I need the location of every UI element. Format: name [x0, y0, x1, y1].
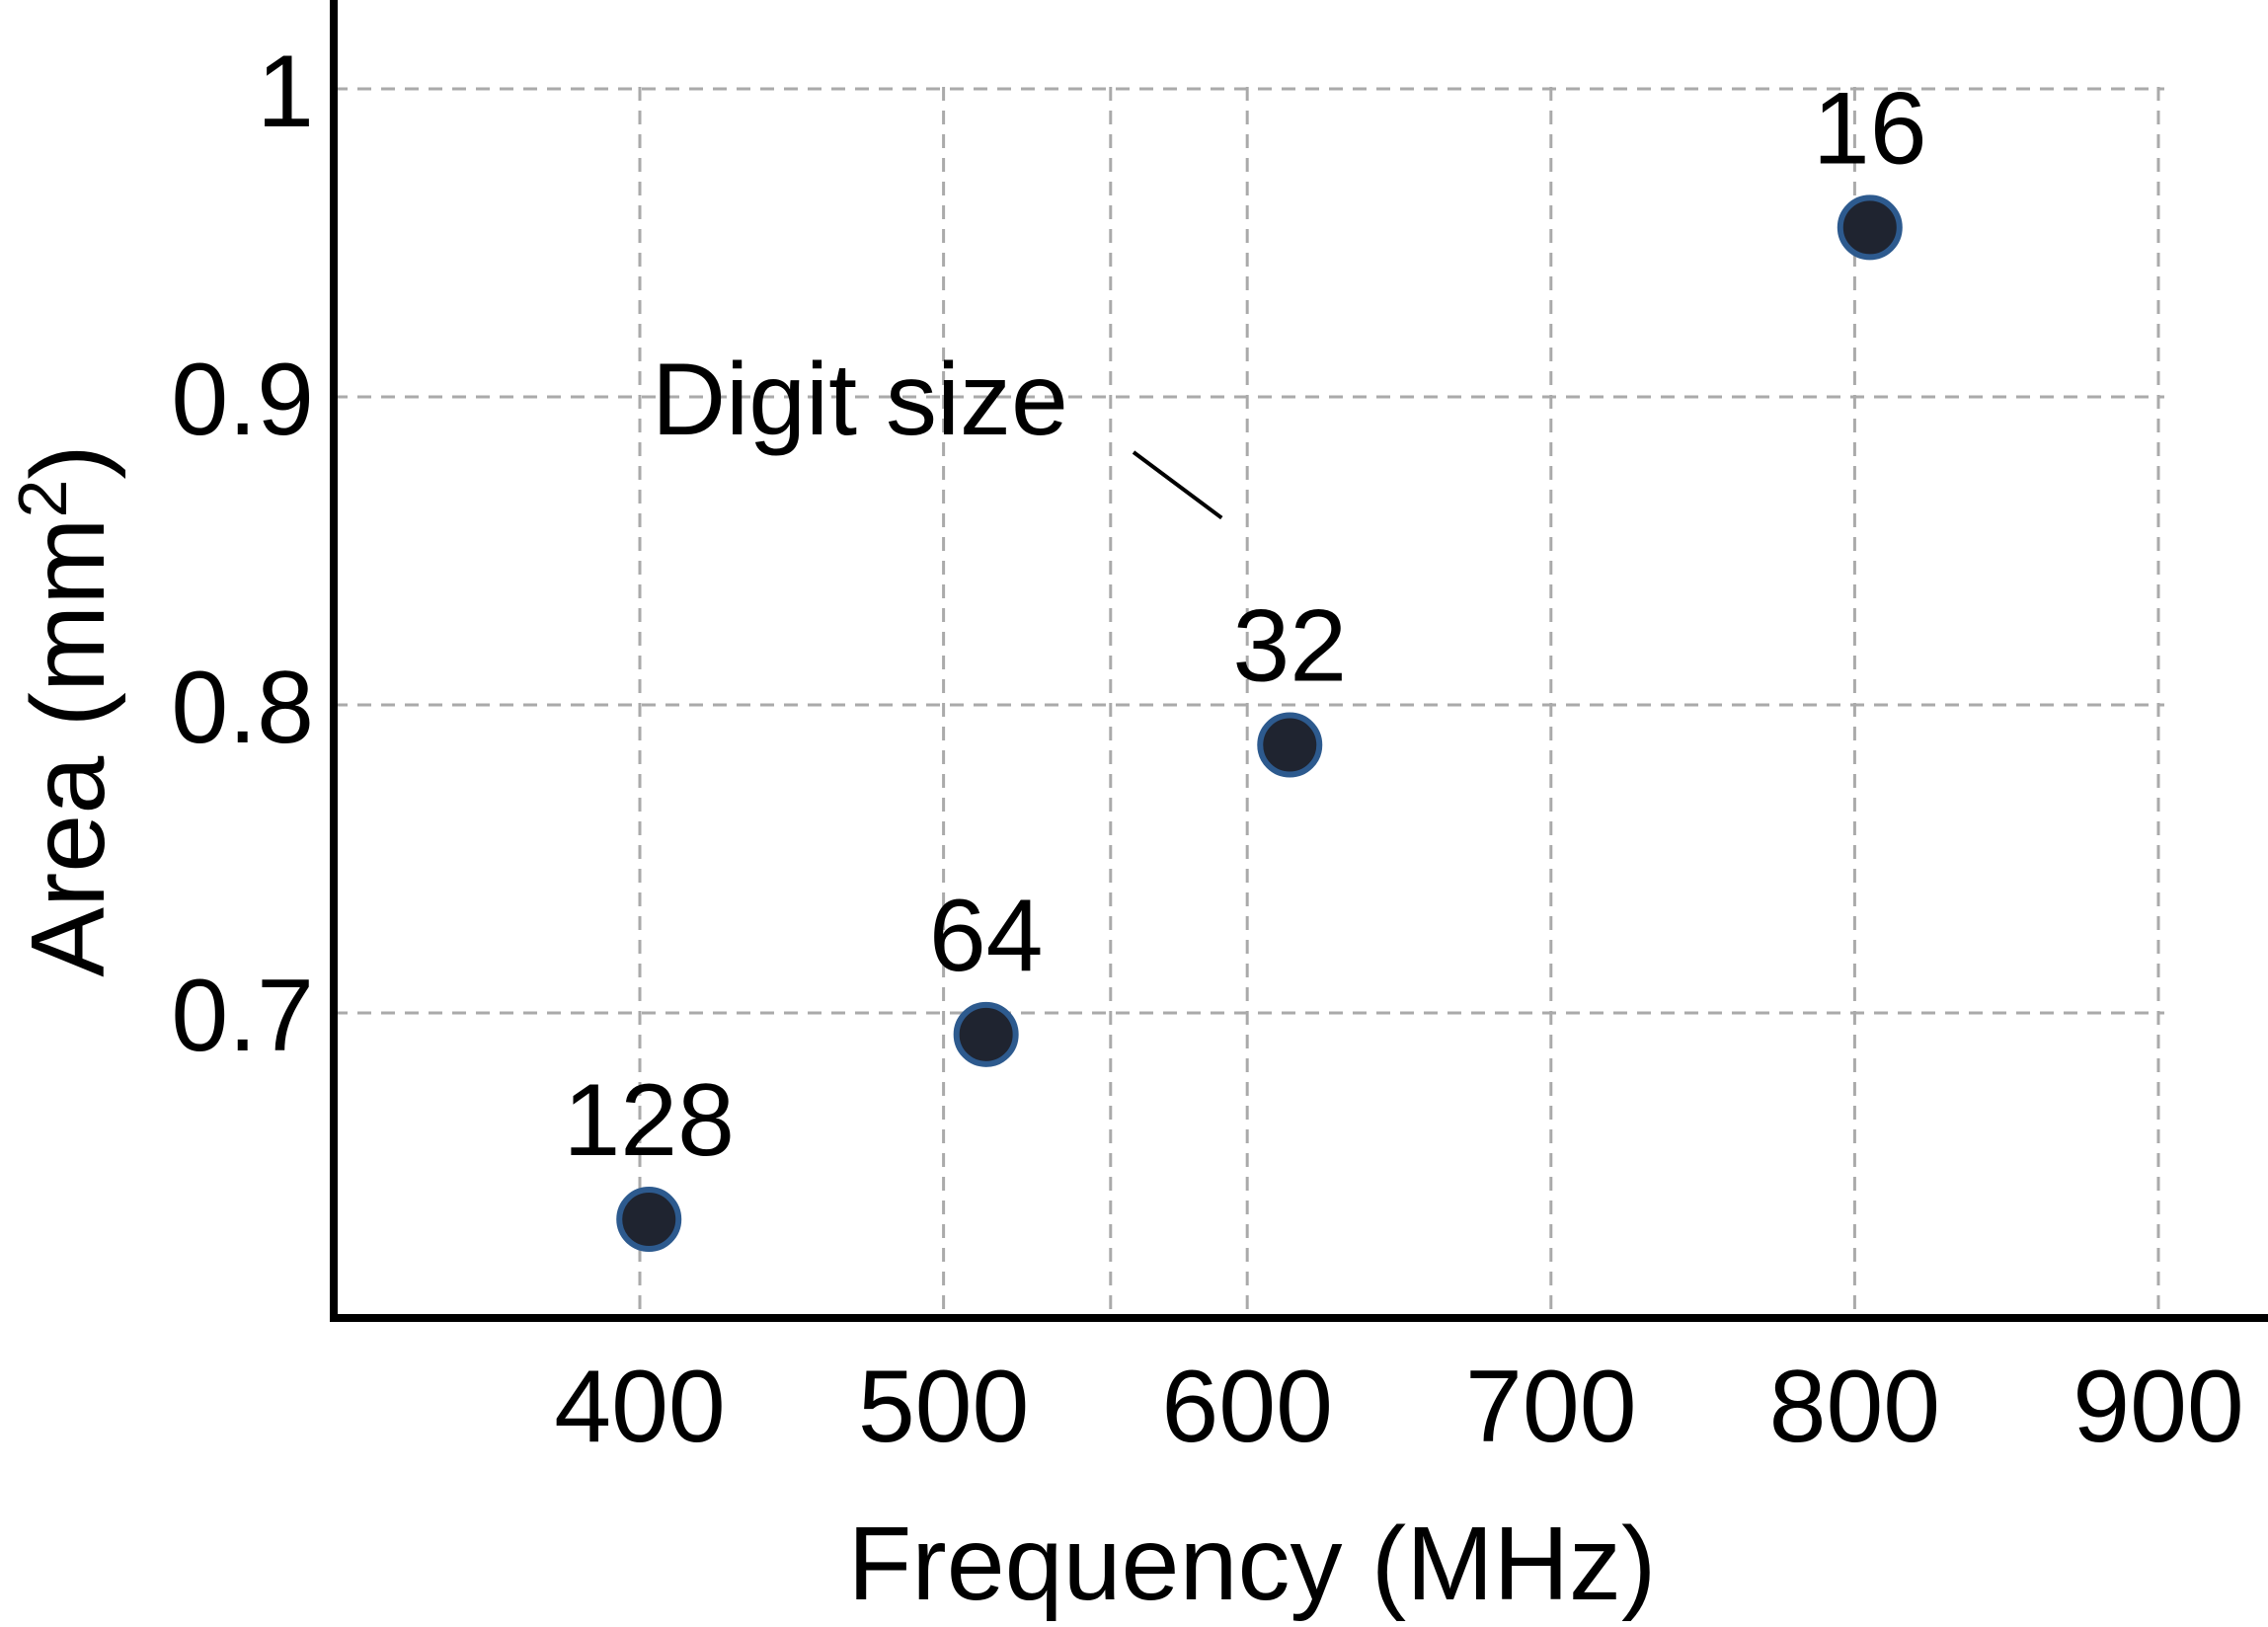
x-axis-title: Frequency (MHz)	[848, 1506, 1657, 1622]
point-label-128: 128	[563, 1063, 735, 1178]
x-tick-label-600: 600	[1161, 1350, 1333, 1464]
y-axis-title-superscript: 2	[4, 480, 81, 518]
point-label-64: 64	[929, 879, 1044, 993]
y-tick-labels: 0.7 0.8 0.9 1	[171, 35, 314, 1073]
point-labels: 128 64 32 16	[563, 71, 1926, 1178]
x-tick-label-900: 900	[2072, 1350, 2244, 1464]
y-axis-title-close: )	[10, 444, 126, 479]
data-point-64	[953, 1001, 1019, 1067]
x-tick-label-500: 500	[858, 1350, 1030, 1464]
annotation-text: Digit size	[652, 343, 1068, 457]
y-tick-label-0.9: 0.9	[171, 343, 314, 457]
point-label-16: 16	[1813, 71, 1927, 186]
y-tick-label-0.8: 0.8	[171, 651, 314, 765]
annotation: Digit size	[652, 343, 1223, 520]
data-point-16	[1837, 194, 1903, 261]
y-tick-label-0.7: 0.7	[171, 959, 314, 1073]
x-tick-label-700: 700	[1465, 1350, 1637, 1464]
y-tick-label-1: 1	[257, 35, 314, 149]
data-point-128	[616, 1187, 682, 1253]
x-tick-label-400: 400	[554, 1350, 726, 1464]
x-tick-label-800: 800	[1769, 1350, 1941, 1464]
axes	[330, 0, 2268, 1322]
point-label-32: 32	[1232, 589, 1347, 704]
annotation-leader-line	[1132, 450, 1223, 520]
y-axis-title: Area (mm2)	[4, 444, 126, 977]
x-tick-labels: 400 500 600 700 800 900	[554, 1350, 2244, 1464]
data-point-32	[1257, 712, 1323, 778]
data-points	[616, 194, 1903, 1253]
y-axis-title-main: Area (mm	[10, 517, 126, 976]
